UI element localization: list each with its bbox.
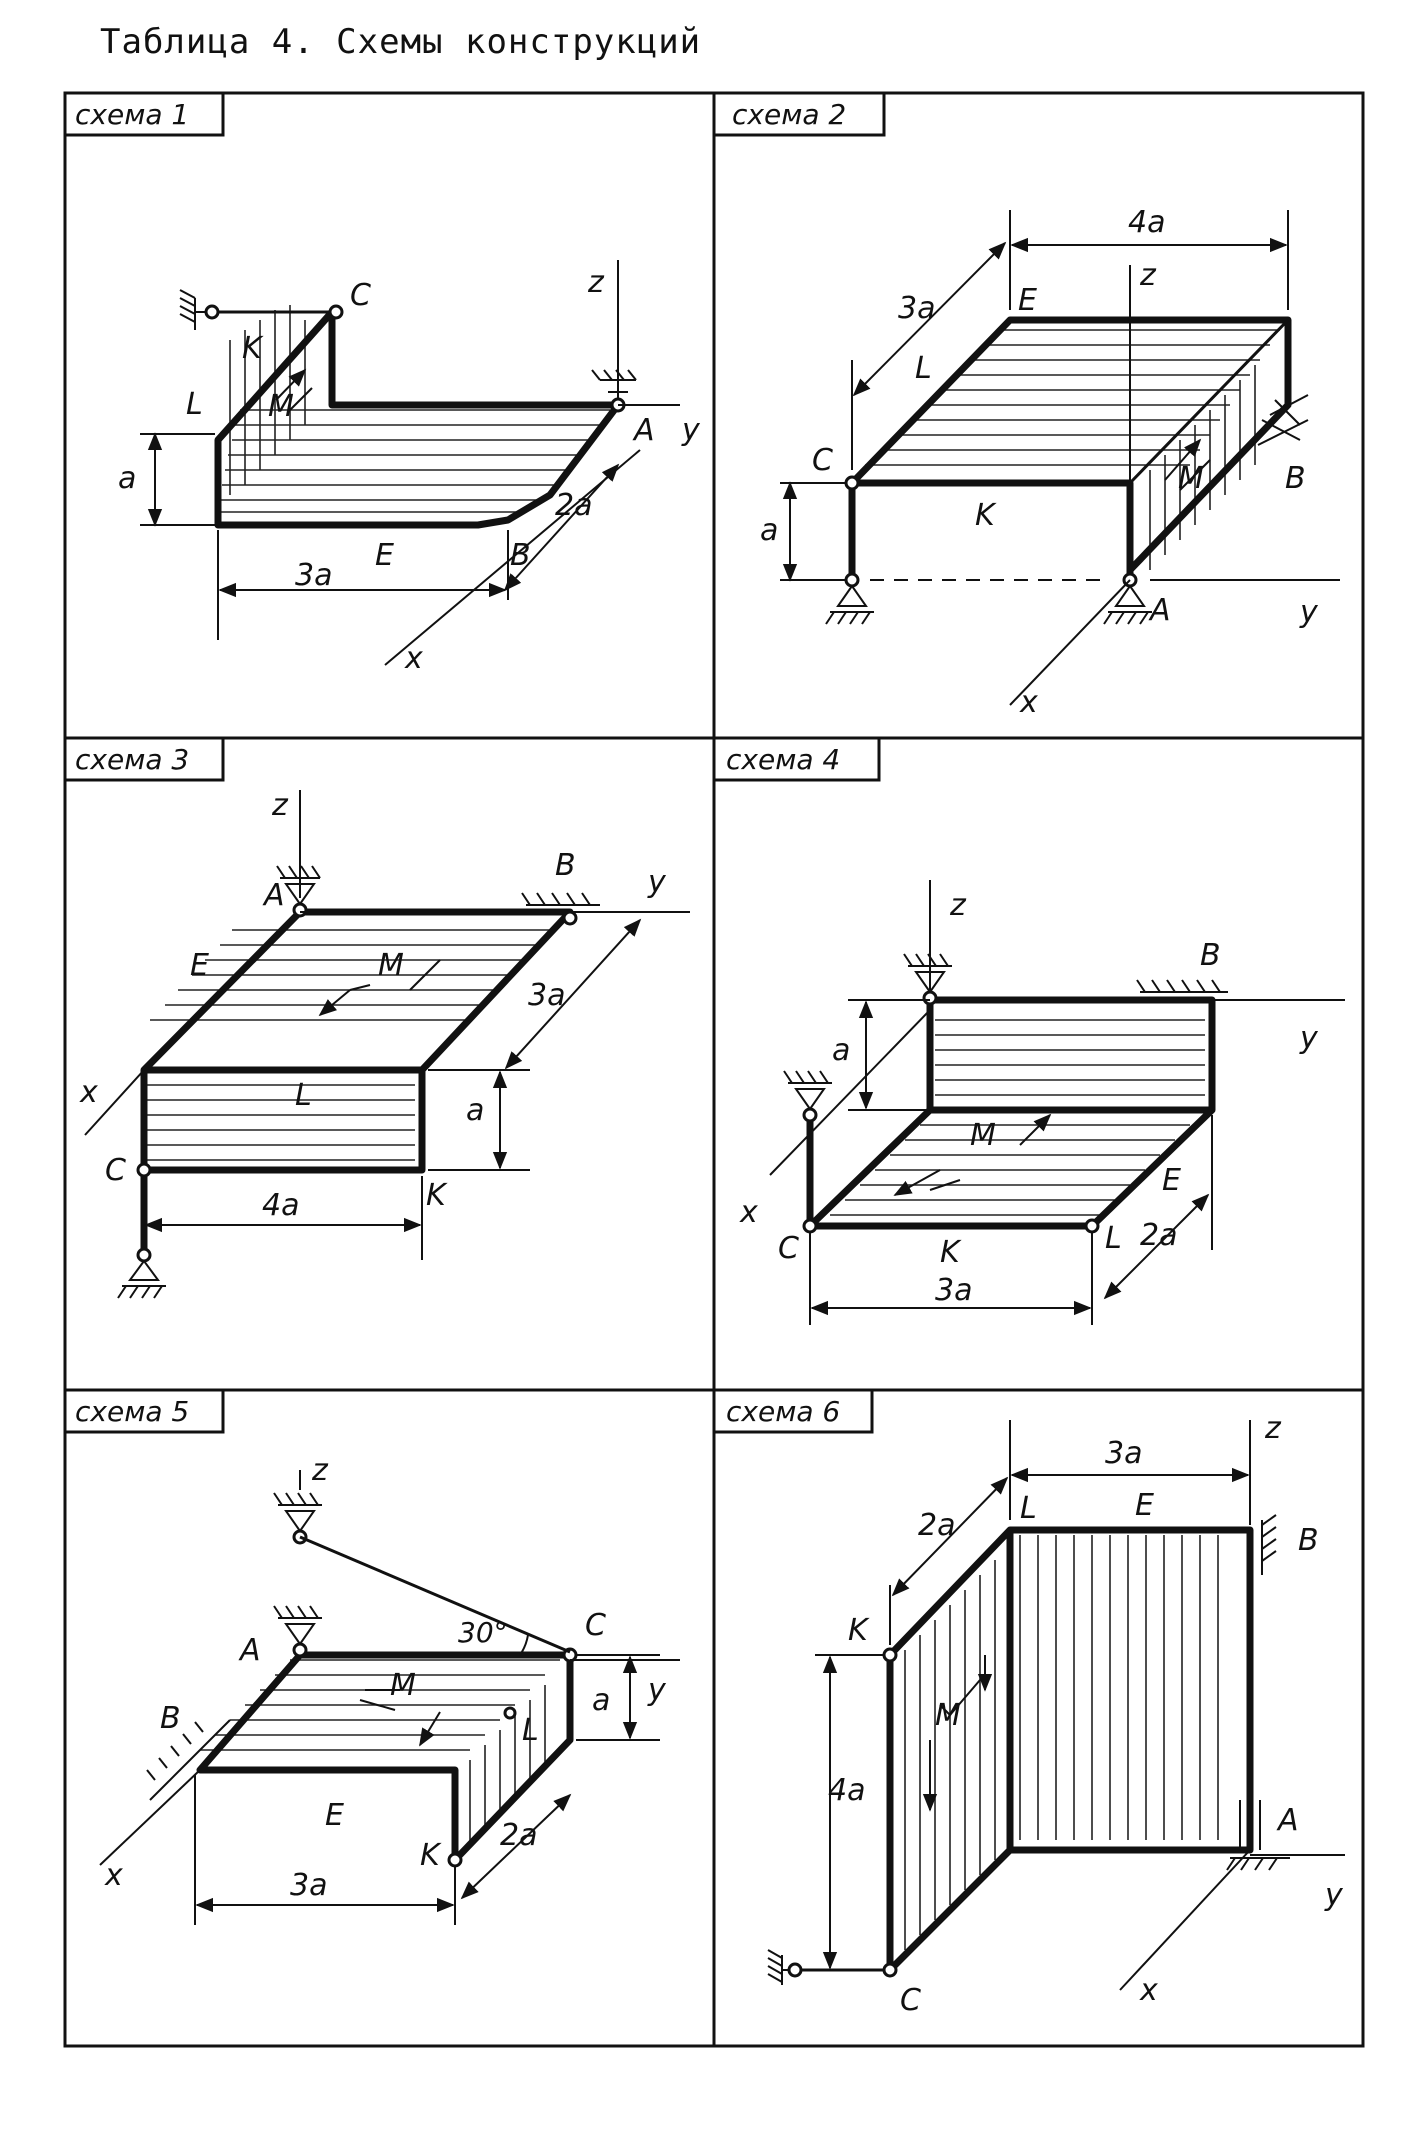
scheme-1-label-B: B bbox=[510, 538, 531, 573]
scheme-1-label-y: y bbox=[681, 413, 701, 448]
scheme-1-label-E: E bbox=[375, 538, 394, 573]
scheme-1-label-z: z bbox=[587, 265, 605, 300]
scheme-5-dim-3a: 3a bbox=[290, 1868, 327, 1903]
scheme-4-dim-2a: 2a bbox=[1140, 1218, 1177, 1253]
scheme-5-label-A: A bbox=[238, 1633, 261, 1668]
scheme-4-diagram: C K L M E B x y z a 3a 2a bbox=[739, 880, 1345, 1325]
page-title: Таблица 4. Схемы конструкций bbox=[100, 22, 702, 62]
scheme-2-dim-3a: 3a bbox=[898, 291, 935, 326]
scheme-6-label-y: y bbox=[1324, 1878, 1344, 1913]
scheme-3-label-L: L bbox=[295, 1078, 312, 1113]
scheme-4-label-x: x bbox=[739, 1195, 758, 1230]
scheme-2-label-M: M bbox=[1178, 461, 1204, 496]
scheme-3-dim-a: a bbox=[466, 1093, 484, 1128]
scheme-1-dim-3a: 3a bbox=[295, 558, 332, 593]
scheme-6-dim-4a: 4a bbox=[828, 1773, 865, 1808]
scheme-2-label-A: A bbox=[1148, 593, 1171, 628]
scheme-6-label-L: L bbox=[1020, 1491, 1037, 1526]
scheme-5-label-C: C bbox=[585, 1608, 606, 1643]
scheme-3-label-C: C bbox=[105, 1153, 126, 1188]
scheme-3-label-y: y bbox=[647, 865, 667, 900]
scheme-5-label-M: M bbox=[390, 1668, 416, 1703]
scheme-2-label-z: z bbox=[1139, 258, 1157, 293]
scheme-2-tag: схема 2 bbox=[732, 98, 846, 131]
scheme-4-label-E: E bbox=[1162, 1163, 1181, 1198]
scheme-3-label-x: x bbox=[79, 1075, 98, 1110]
scheme-3-hatching bbox=[144, 929, 555, 1161]
scheme-3-dim-4a: 4a bbox=[262, 1188, 299, 1223]
scheme-4-dim-3a: 3a bbox=[935, 1273, 972, 1308]
scheme-1-label-L: L bbox=[186, 387, 203, 422]
scheme-5-angle-label: 30° bbox=[458, 1616, 508, 1649]
scheme-5-label-E: E bbox=[325, 1798, 344, 1833]
scheme-5-label-z: z bbox=[311, 1453, 329, 1488]
scheme-6-tag: схема 6 bbox=[726, 1395, 840, 1428]
scheme-4-label-L: L bbox=[1105, 1221, 1122, 1256]
scheme-1-dim-a: a bbox=[118, 461, 136, 496]
scheme-5-tag: схема 5 bbox=[75, 1395, 189, 1428]
scheme-1-label-A: A bbox=[632, 413, 655, 448]
scheme-4-hatching bbox=[830, 1019, 1205, 1216]
scheme-2-dim-a: a bbox=[760, 513, 778, 548]
scheme-3-tag: схема 3 bbox=[75, 743, 189, 776]
scheme-4-label-y: y bbox=[1299, 1021, 1319, 1056]
scheme-6-label-x: x bbox=[1139, 1973, 1158, 2008]
scheme-3-label-M: M bbox=[378, 948, 404, 983]
scheme-1-diagram: C K L M E A B x y z a 3a 2a bbox=[118, 260, 701, 676]
scheme-1-label-C: C bbox=[350, 278, 371, 313]
scheme-2-label-y: y bbox=[1299, 595, 1319, 630]
scheme-2-label-B: B bbox=[1285, 461, 1306, 496]
scheme-tags: схема 1 схема 2 схема 3 схема 4 схема 5 … bbox=[63, 91, 886, 1434]
scheme-2-label-x: x bbox=[1019, 685, 1038, 720]
scheme-5-label-B: B bbox=[160, 1701, 181, 1736]
scheme-5-label-y: y bbox=[647, 1673, 667, 1708]
scheme-1-label-x: x bbox=[404, 641, 423, 676]
scheme-6-label-C: C bbox=[900, 1983, 921, 2018]
scheme-3-diagram: C K L M E A B x y z a 3a 4a bbox=[79, 788, 690, 1299]
scheme-5-diagram: C K L M E A B x y z 30° a 3a 2a bbox=[99, 1453, 680, 1925]
scheme-6-diagram: C K L M E A B x y z 4a 3a 2a bbox=[767, 1411, 1345, 2018]
scheme-6-label-B: B bbox=[1298, 1523, 1319, 1558]
scheme-3-label-E: E bbox=[190, 948, 209, 983]
scheme-4-label-K: K bbox=[940, 1235, 962, 1270]
scheme-6-dim-3a: 3a bbox=[1105, 1436, 1142, 1471]
scheme-3-label-K: K bbox=[426, 1178, 448, 1213]
scheme-2-label-L: L bbox=[915, 351, 932, 386]
scheme-6-label-z: z bbox=[1264, 1411, 1282, 1446]
scheme-6-hatching bbox=[904, 1535, 1219, 1950]
scheme-2-label-K: K bbox=[975, 498, 997, 533]
scheme-6-dim-2a: 2a bbox=[918, 1508, 955, 1543]
scheme-4-label-C: C bbox=[778, 1231, 799, 1266]
scheme-1-tag: схема 1 bbox=[75, 98, 189, 131]
scheme-4-label-z: z bbox=[949, 888, 967, 923]
scheme-6-label-A: A bbox=[1276, 1803, 1299, 1838]
scheme-1-label-M: M bbox=[268, 389, 294, 424]
scheme-2-diagram: C K L M E A B x y z a 3a 4a bbox=[760, 205, 1340, 720]
scheme-3-dim-3a: 3a bbox=[528, 978, 565, 1013]
scheme-3-label-A: A bbox=[262, 878, 285, 913]
scheme-3-label-z: z bbox=[271, 788, 289, 823]
scheme-4-label-B: B bbox=[1200, 938, 1221, 973]
scheme-3-label-B: B bbox=[555, 848, 576, 883]
scheme-4-label-M: M bbox=[970, 1118, 996, 1153]
scheme-6-label-K: K bbox=[848, 1613, 870, 1648]
scheme-2-label-E: E bbox=[1018, 283, 1037, 318]
scheme-6-label-E: E bbox=[1135, 1488, 1154, 1523]
scheme-5-dim-2a: 2a bbox=[500, 1818, 537, 1853]
scheme-5-label-x: x bbox=[104, 1858, 123, 1893]
scheme-1-label-K: K bbox=[242, 331, 264, 366]
scheme-4-dim-a: a bbox=[832, 1033, 850, 1068]
scheme-4-tag: схема 4 bbox=[726, 743, 840, 776]
scheme-2-dim-4a: 4a bbox=[1128, 205, 1165, 240]
scheme-5-label-K: K bbox=[420, 1838, 442, 1873]
scheme-6-label-M: M bbox=[935, 1698, 961, 1733]
scheme-1-dim-2a: 2a bbox=[555, 488, 592, 523]
scheme-5-dim-a: a bbox=[592, 1683, 610, 1718]
scheme-2-label-C: C bbox=[812, 443, 833, 478]
scheme-5-label-L: L bbox=[522, 1713, 539, 1748]
